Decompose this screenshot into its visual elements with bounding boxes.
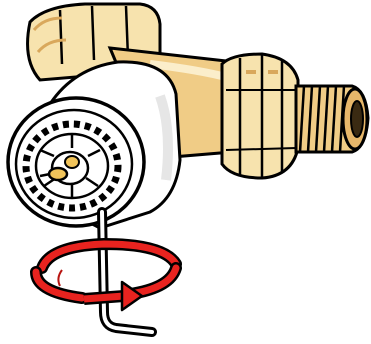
coupling-nut: [222, 54, 298, 178]
hex-key-icon: [102, 212, 152, 332]
valve-cap: [8, 62, 180, 228]
